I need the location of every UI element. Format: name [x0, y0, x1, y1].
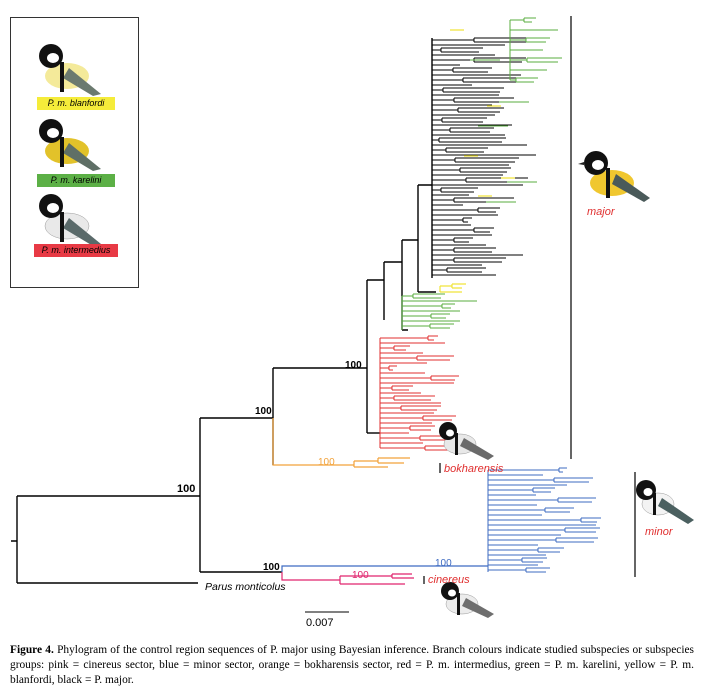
- clade-label-cinereus: cinereus: [428, 574, 470, 586]
- cinereus-clade: [281, 572, 414, 585]
- caption-label: Figure 4.: [10, 644, 54, 656]
- figure-caption: Figure 4. Phylogram of the control regio…: [10, 643, 694, 688]
- clade-label-minor: minor: [645, 526, 673, 538]
- intermedius-clade: [379, 335, 462, 451]
- legend-label-intermedius: P. m. intermedius: [34, 244, 118, 257]
- karelini-leaves: [470, 17, 562, 203]
- blanfordi-leaves: [439, 29, 515, 293]
- blanfordi-bird-illustration: [39, 44, 101, 96]
- bootstrap-cinereus: 100: [352, 570, 369, 581]
- karelini-bird-illustration: [39, 119, 101, 171]
- karelini-clade: [401, 293, 477, 330]
- bokharensis-bird-illustration: [439, 422, 494, 460]
- bootstrap-minor-cinereus: 100: [263, 562, 280, 573]
- bootstrap-minor: 100: [435, 558, 452, 569]
- bootstrap-bokharensis: 100: [318, 457, 335, 468]
- caption-text: Phylogram of the control region sequence…: [10, 644, 694, 686]
- subspecies-legend: P. m. blanfordi P. m. karelini P. m. int…: [10, 17, 139, 288]
- clade-label-bokharensis: bokharensis: [444, 463, 504, 475]
- clade-label-major: major: [587, 206, 615, 218]
- outgroup-label: Parus monticolus: [205, 581, 286, 593]
- legend-label-blanfordi: P. m. blanfordi: [37, 97, 115, 110]
- scale-bar-label: 0.007: [306, 617, 334, 629]
- cinereus-bird-illustration: [441, 582, 494, 618]
- minor-bird-illustration: [636, 480, 694, 524]
- bootstrap-node-b: 100: [345, 360, 362, 371]
- intermedius-bird-illustration: [39, 194, 101, 246]
- major-clade: [431, 37, 541, 276]
- bootstrap-node-a: 100: [255, 406, 272, 417]
- phylogram: [11, 16, 694, 618]
- bootstrap-root: 100: [177, 483, 196, 495]
- minor-clade: [487, 467, 601, 573]
- legend-label-karelini: P. m. karelini: [37, 174, 115, 187]
- major-bird-illustration: [578, 151, 650, 202]
- bokharensis-clade: [272, 418, 410, 468]
